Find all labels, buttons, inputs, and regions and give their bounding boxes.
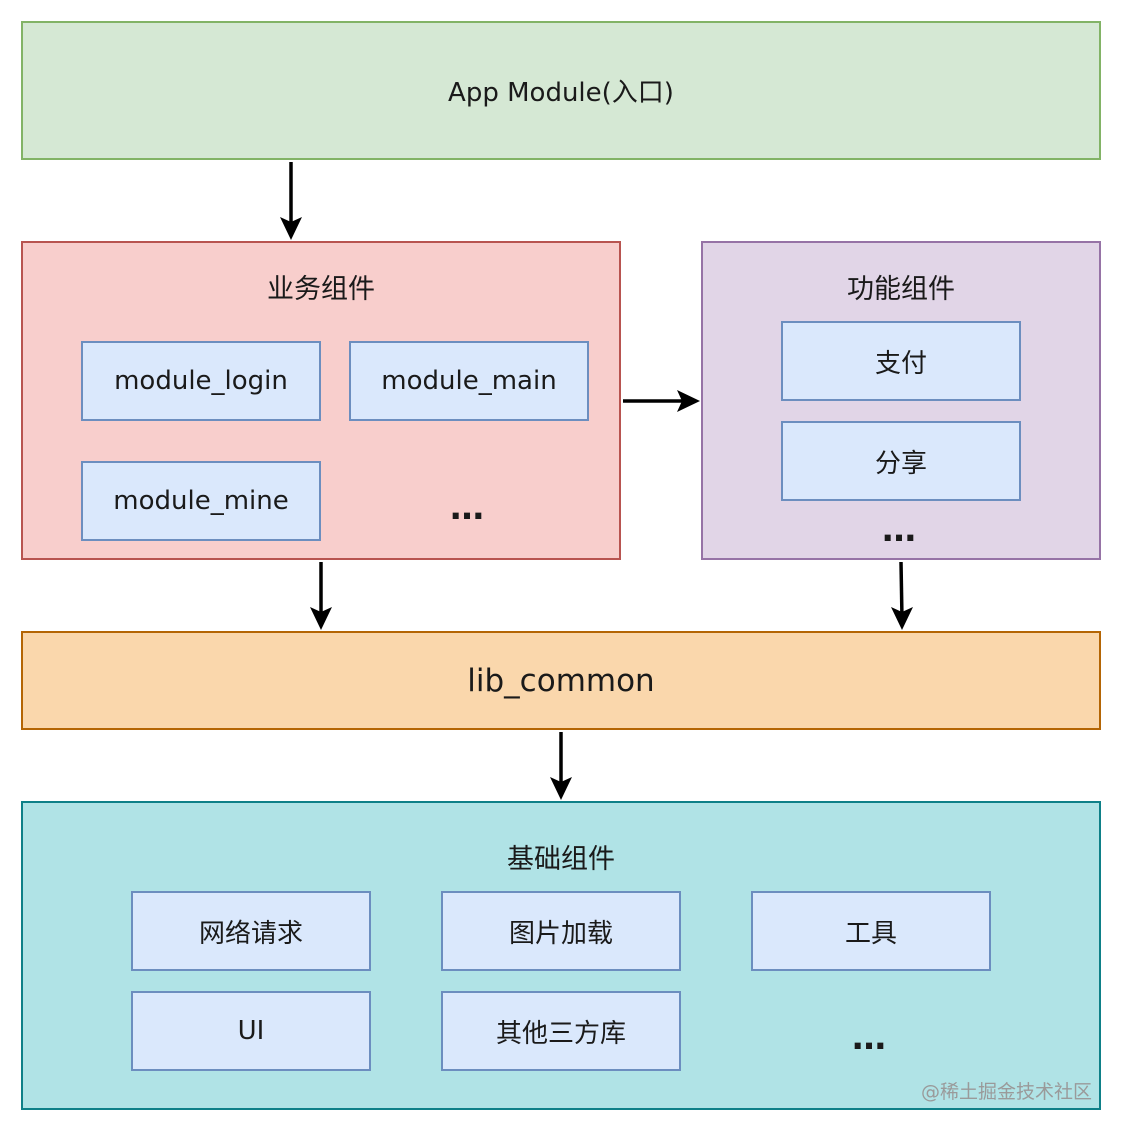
base-more-ellipsis: …: [852, 1018, 888, 1058]
module-mine-label: module_mine: [113, 486, 289, 516]
network-request-label: 网络请求: [198, 918, 303, 949]
third-party-libs-label: 其他三方库: [495, 1018, 626, 1049]
function-more-ellipsis: …: [882, 510, 918, 550]
business-more-ellipsis: …: [450, 488, 486, 528]
arrowhead-business-to-function: [677, 390, 700, 412]
module-mine-box: module_mine: [81, 461, 321, 541]
arrowhead-business-to-lib: [310, 607, 332, 630]
business-components-title: 业务组件: [267, 274, 375, 305]
lib-common-box: lib_common: [21, 631, 1101, 730]
image-loading-label: 图片加载: [508, 918, 613, 949]
module-main-label: module_main: [381, 366, 557, 396]
watermark: @稀土掘金技术社区: [920, 1081, 1092, 1103]
function-components-title: 功能组件: [847, 274, 955, 305]
tools-label: 工具: [844, 918, 897, 949]
tools-box: 工具: [751, 891, 991, 971]
module-main-box: module_main: [349, 341, 589, 421]
module-login-box: module_login: [81, 341, 321, 421]
arrowhead-lib-to-base: [550, 777, 572, 800]
ui-label: UI: [237, 1016, 265, 1046]
payment-label: 支付: [874, 348, 927, 379]
app-module-box: App Module(入口): [21, 21, 1101, 160]
arrowhead-function-to-lib: [891, 607, 913, 630]
image-loading-box: 图片加载: [441, 891, 681, 971]
share-box: 分享: [781, 421, 1021, 501]
arrow-function-to-lib: [899, 561, 904, 620]
network-request-box: 网络请求: [131, 891, 371, 971]
lib-common-label: lib_common: [467, 662, 655, 699]
third-party-libs-box: 其他三方库: [441, 991, 681, 1071]
ui-box: UI: [131, 991, 371, 1071]
arrowhead-app-to-business: [280, 217, 302, 240]
app-module-label: App Module(入口): [448, 78, 674, 108]
share-label: 分享: [874, 448, 927, 479]
module-login-label: module_login: [114, 366, 288, 396]
payment-box: 支付: [781, 321, 1021, 401]
base-components-title: 基础组件: [507, 844, 615, 875]
